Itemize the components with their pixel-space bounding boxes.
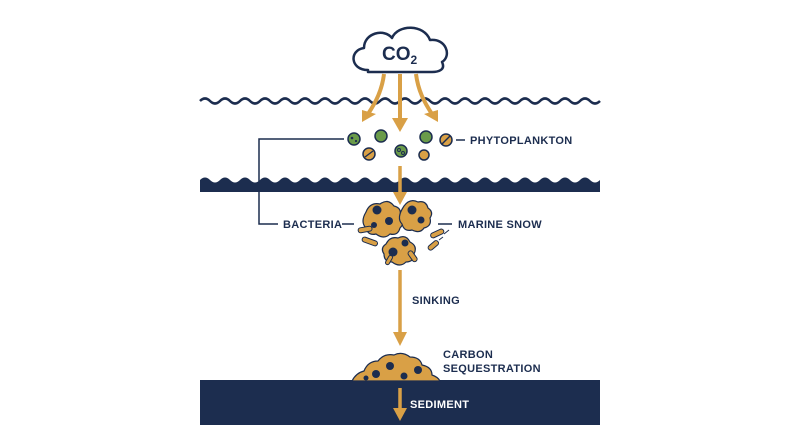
sediment-label: SEDIMENT	[410, 399, 469, 411]
marine-snow-label: MARINE SNOW	[458, 219, 542, 231]
phytoplankton-cell-icon	[362, 147, 376, 161]
bacteria-icon	[357, 225, 373, 234]
bacteria-icon	[430, 228, 445, 239]
arrow-down-icon	[392, 118, 408, 132]
carbon-sequestration-label: CARBON SEQUESTRATION	[443, 349, 541, 375]
marine-snow-aggregate-icon	[362, 200, 404, 238]
phytoplankton-label: PHYTOPLANKTON	[470, 135, 573, 147]
phytoplankton-group	[347, 129, 453, 161]
phytoplankton-cell-icon	[374, 129, 388, 143]
bacteria-icon	[385, 254, 393, 266]
co2-arrows	[362, 73, 438, 132]
phytoplankton-cell-icon	[394, 144, 408, 158]
sinking-label: SINKING	[412, 295, 460, 307]
sediment-pile-icon	[351, 352, 441, 382]
arrow-down-icon	[393, 388, 407, 421]
marine-snow-aggregate-icon	[398, 200, 433, 233]
phytoplankton-cell-icon	[419, 130, 433, 144]
phytoplankton-cell-icon	[418, 149, 430, 161]
arrow-down-icon	[424, 110, 438, 122]
arrow-down-icon	[393, 270, 407, 346]
phytoplankton-cell-icon	[347, 132, 361, 146]
cloud-icon	[352, 26, 449, 74]
bacteria-group	[357, 225, 450, 266]
arrow-down-icon	[393, 166, 407, 205]
phytoplankton-cell-icon	[439, 133, 453, 147]
bacteria-icon	[407, 250, 418, 263]
arrow-down-icon	[362, 110, 376, 122]
bacteria-icon	[361, 236, 378, 247]
bacteria-icon	[427, 240, 440, 251]
co2-label: CO2	[382, 44, 418, 67]
bacteria-label: BACTERIA	[283, 219, 342, 231]
